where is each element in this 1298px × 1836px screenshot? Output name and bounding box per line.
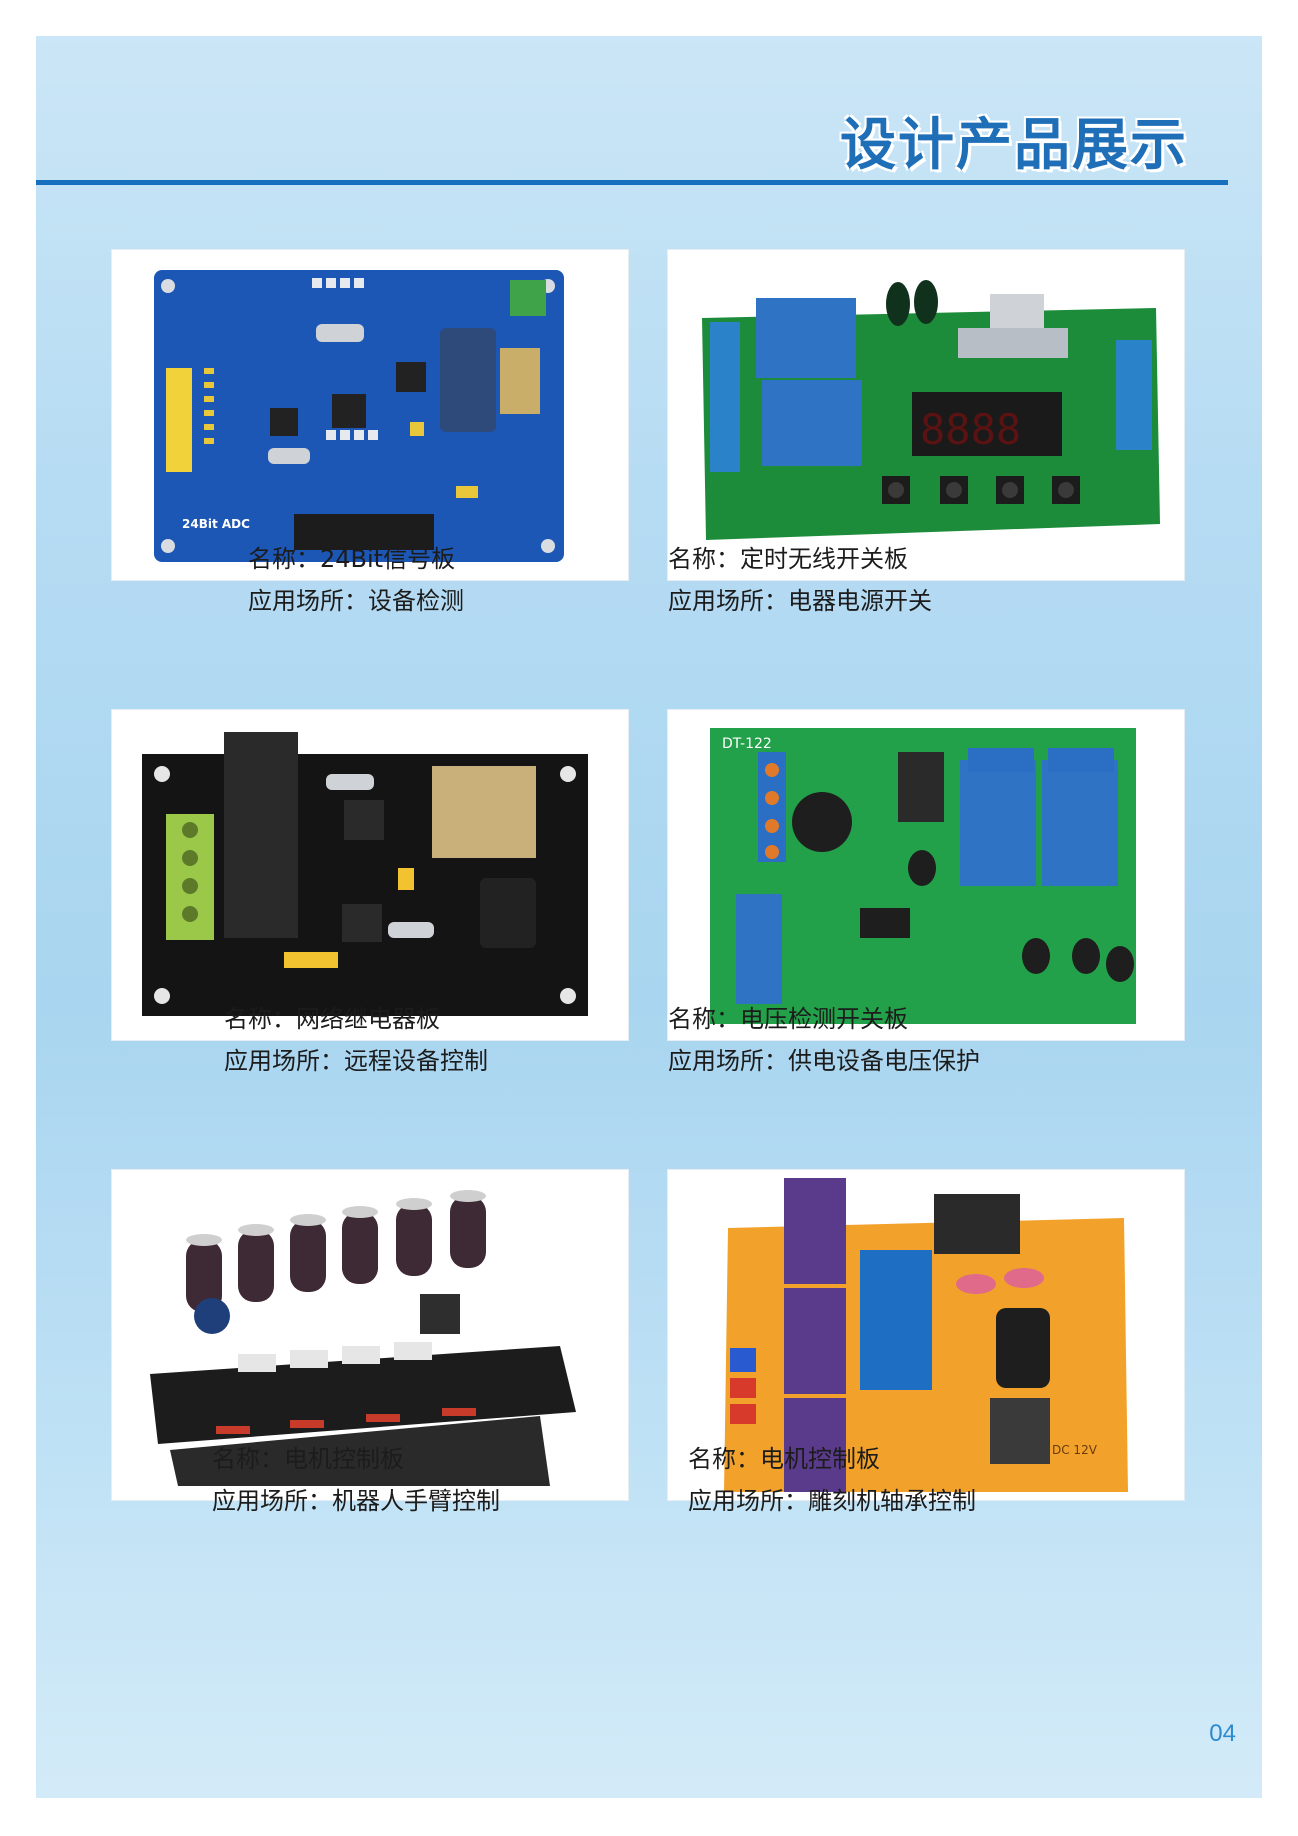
- title-divider: [36, 180, 1228, 185]
- board-silkscreen-label: DC 12V: [1052, 1443, 1098, 1457]
- product-image-motor-control-board-robot-arm: [120, 1178, 620, 1492]
- product-card-timer-wireless-switch-board: 8888: [668, 250, 1184, 580]
- product-caption-timer-wireless-switch-board: 名称：定时无线开关板 应用场所：电器电源开关: [668, 538, 932, 622]
- page-title: 设计产品展示: [840, 113, 1188, 178]
- product-caption-network-relay-board: 名称：网络继电器板 应用场所：远程设备控制: [224, 998, 488, 1082]
- product-name: 名称：网络继电器板: [224, 1005, 440, 1033]
- product-card-motor-control-board-robot-arm: [112, 1170, 628, 1500]
- product-name: 名称：电机控制板: [212, 1445, 404, 1473]
- product-name: 名称：24Bit信号板: [248, 545, 456, 573]
- product-application: 应用场所：机器人手臂控制: [212, 1487, 500, 1515]
- product-card-24bit-signal-board: 24Bit ADC: [112, 250, 628, 580]
- product-caption-motor-control-board-robot-arm: 名称：电机控制板 应用场所：机器人手臂控制: [212, 1438, 500, 1522]
- catalog-page: 设计产品展示: [36, 36, 1262, 1798]
- product-image-timer-wireless-switch-board: 8888: [676, 258, 1176, 572]
- product-application: 应用场所：远程设备控制: [224, 1047, 488, 1075]
- product-card-motor-control-board-engraving: DC 12V: [668, 1170, 1184, 1500]
- product-name: 名称：定时无线开关板: [668, 545, 908, 573]
- page-number: 04: [1209, 1720, 1236, 1747]
- product-image-motor-control-board-engraving: DC 12V: [676, 1178, 1176, 1492]
- product-caption-voltage-detection-switch-board: 名称：电压检测开关板 应用场所：供电设备电压保护: [668, 998, 980, 1082]
- product-name: 名称：电压检测开关板: [668, 1005, 908, 1033]
- board-silkscreen-label: 24Bit ADC: [182, 517, 250, 531]
- seven-segment-display: 8888: [920, 405, 1021, 454]
- product-application: 应用场所：电器电源开关: [668, 587, 932, 615]
- product-card-voltage-detection-switch-board: DT-122: [668, 710, 1184, 1040]
- product-name: 名称：电机控制板: [688, 1445, 880, 1473]
- product-image-24bit-signal-board: 24Bit ADC: [120, 258, 620, 572]
- product-card-network-relay-board: [112, 710, 628, 1040]
- product-application: 应用场所：雕刻机轴承控制: [688, 1487, 976, 1515]
- product-caption-24bit-signal-board: 名称：24Bit信号板 应用场所：设备检测: [248, 538, 464, 622]
- product-application: 应用场所：供电设备电压保护: [668, 1047, 980, 1075]
- board-silkscreen-label: DT-122: [722, 736, 772, 752]
- product-application: 应用场所：设备检测: [248, 587, 464, 615]
- product-image-voltage-detection-switch-board: DT-122: [676, 718, 1176, 1032]
- product-image-network-relay-board: [120, 718, 620, 1032]
- product-caption-motor-control-board-engraving: 名称：电机控制板 应用场所：雕刻机轴承控制: [688, 1438, 976, 1522]
